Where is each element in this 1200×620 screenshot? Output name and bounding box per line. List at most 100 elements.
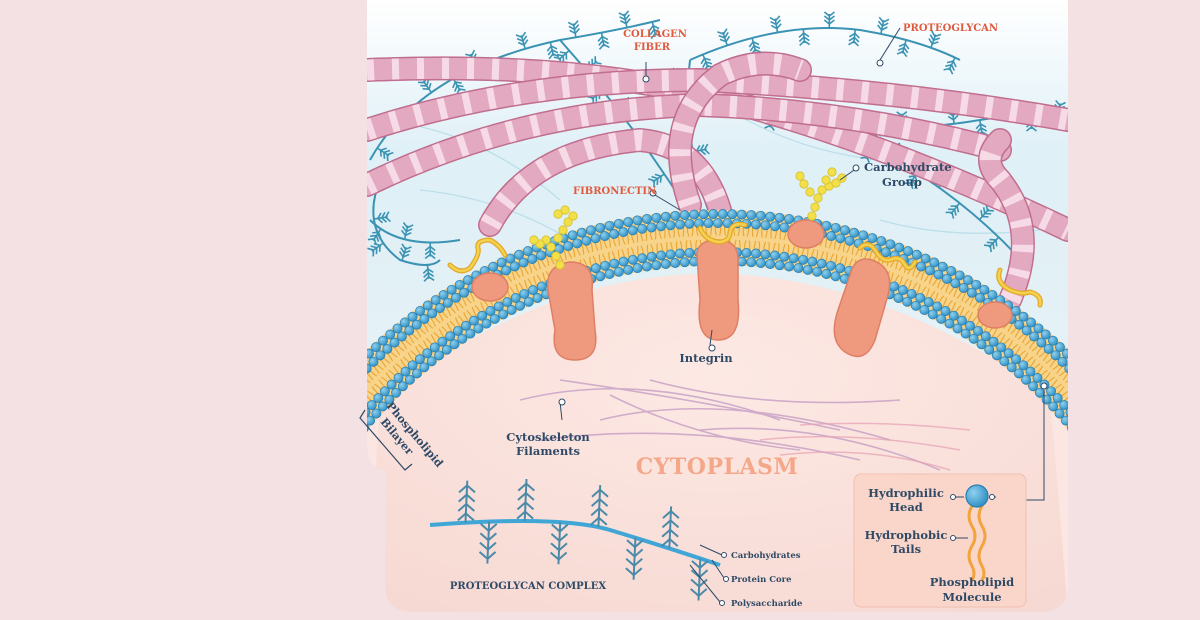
lipid-head [412, 368, 422, 379]
lipid-head [1107, 398, 1116, 407]
lipid-head [518, 257, 529, 268]
cytoskeleton-filaments [519, 379, 941, 471]
lipid-head [703, 218, 714, 229]
proteoglycan-barb [702, 61, 707, 68]
lipid-head [1069, 356, 1078, 365]
lipid-head [727, 209, 738, 220]
lipid-head [1119, 413, 1128, 422]
lipid-head [1131, 445, 1140, 454]
lipid-head [355, 415, 364, 424]
lipid-tail [330, 405, 342, 415]
lipid-head [920, 253, 931, 264]
proteoglycan-barb [776, 23, 782, 30]
lipid-head [367, 407, 371, 418]
lipid-head [586, 225, 596, 236]
lipid-head [825, 260, 836, 271]
lipid-tail [342, 390, 354, 400]
complex-barb [458, 493, 468, 503]
lipid-tail [1084, 424, 1096, 434]
lipid-head [996, 342, 1007, 353]
carbohydrate-bead [805, 187, 815, 197]
proteoglycan-branch [372, 228, 382, 242]
lipid-head [689, 209, 700, 220]
carbohydrate-bead [795, 171, 805, 181]
complex-barb [698, 578, 708, 588]
complex-barb [465, 512, 475, 522]
proteoglycan-barb [429, 249, 436, 256]
carbohydrate-group-label-line2: Group [882, 175, 922, 189]
proteoglycan-barb [700, 57, 706, 65]
proteoglycan-barb [949, 68, 954, 75]
lipid-head [950, 278, 961, 289]
lipid-head [885, 239, 896, 250]
phospholipid-molecule-inset: Hydrophilic Head Hydrophobic Tails Phosp… [853, 473, 1027, 608]
collagen-fiber-stripes [367, 69, 1068, 140]
complex-barb [558, 533, 569, 542]
lipid-head [1101, 391, 1110, 400]
proteoglycan-barb [983, 244, 991, 247]
lipid-head [1054, 408, 1065, 419]
carbohydrate-bead [799, 179, 809, 189]
lipid-head [514, 249, 525, 260]
proteoglycan-barb [705, 61, 713, 65]
fibronectin-label: FIBRONECTIN [573, 186, 656, 197]
lipid-head [459, 287, 470, 298]
lipid-tail [367, 371, 371, 384]
proteoglycan-barb [552, 53, 560, 58]
hydrophilic-head-label-line1: Hydrophilic [868, 486, 944, 500]
lipid-head [1021, 374, 1032, 385]
lipid-head [449, 339, 460, 350]
lipid-head [384, 394, 395, 405]
proteoglycan-barb [425, 79, 430, 87]
lipid-tail [336, 429, 348, 438]
complex-barb [590, 507, 600, 517]
lipid-head [948, 310, 959, 321]
lipid-head [1141, 444, 1150, 453]
lipid-head [599, 231, 610, 242]
lipid-tail [334, 432, 346, 441]
proteoglycan-barb [650, 33, 656, 40]
lipid-head [656, 250, 667, 261]
complex-barb [598, 498, 609, 507]
lipid-head [684, 247, 695, 258]
lipid-head [746, 257, 757, 268]
proteoglycan-barb [546, 45, 552, 52]
lipid-tail [1076, 383, 1087, 393]
lipid-head [632, 215, 643, 226]
lipid-head [308, 413, 317, 422]
lipid-head [332, 445, 341, 454]
lipid-head [835, 263, 846, 274]
lipid-head [1079, 438, 1088, 447]
lipid-head [296, 445, 305, 454]
proteoglycan-barb [748, 41, 754, 48]
proteoglycan-barb [908, 175, 916, 178]
lipid-tail [1088, 397, 1100, 407]
lipid-head [488, 261, 499, 272]
lipid-head [498, 309, 509, 320]
lipid-tail [1126, 451, 1139, 459]
proteoglycan-branch [376, 147, 390, 157]
complex-barb [626, 539, 636, 548]
lipid-tail [348, 413, 360, 423]
proteoglycan-barb [381, 217, 388, 223]
lipid-head [784, 261, 795, 272]
lipid-head [386, 379, 397, 390]
lipid-head [963, 275, 973, 286]
proteoglycan-barb [930, 30, 936, 37]
lipid-head [415, 306, 426, 316]
lipid-head [1072, 415, 1081, 424]
proteoglycan-barb [424, 245, 431, 252]
complex-barb [661, 538, 671, 547]
complex-barb [599, 488, 609, 498]
complex-barb [486, 551, 497, 560]
proteoglycan-barb [943, 67, 951, 71]
lipid-head [414, 354, 425, 365]
proteoglycan-barb [620, 20, 627, 25]
lipid-head [407, 311, 418, 322]
lipid-tail [317, 456, 330, 465]
lipid-tail [1099, 445, 1112, 454]
proteoglycan-barb [717, 31, 724, 35]
lipid-tail [311, 464, 324, 472]
lipid-head [342, 446, 351, 455]
lipid-head [563, 241, 574, 252]
